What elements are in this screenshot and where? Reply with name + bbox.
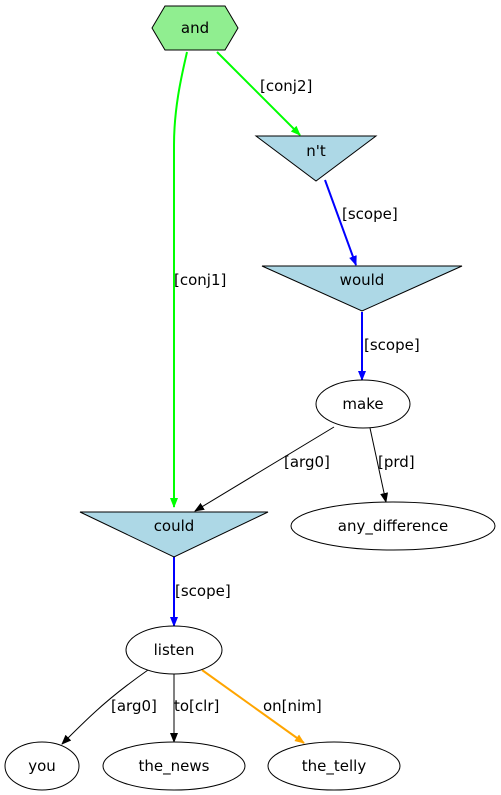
node-you-label: you — [28, 757, 56, 775]
edge-and-nt-label: [conj2] — [260, 77, 312, 95]
node-would-label: would — [340, 271, 385, 289]
node-listen-shape — [125, 625, 223, 675]
edge-could-listen-label: [scope] — [175, 582, 231, 600]
node-listen: listen — [125, 625, 223, 675]
node-would-shape — [261, 265, 463, 312]
node-you-shape — [4, 741, 80, 791]
edge-and-could: [conj1] — [170, 51, 226, 508]
node-nt-label: n't — [306, 142, 326, 160]
node-and: and — [151, 5, 239, 51]
node-any-difference-label: any_difference — [338, 517, 448, 536]
edge-make-could-label: [arg0] — [284, 453, 330, 471]
node-any-difference: any_difference — [290, 501, 496, 551]
edge-listen-the-news: to[clr] — [170, 673, 219, 743]
node-and-shape — [151, 5, 239, 51]
edge-and-could-line — [170, 51, 188, 508]
nodes: and n't would make could any_difference … — [4, 5, 496, 791]
node-you: you — [4, 741, 80, 791]
edge-make-could-line — [194, 426, 335, 512]
node-any-difference-shape — [290, 501, 496, 551]
edge-make-any-difference: [prd] — [369, 427, 415, 503]
edge-could-listen: [scope] — [170, 557, 231, 627]
node-would: would — [261, 265, 463, 312]
node-make: make — [315, 379, 411, 429]
edge-make-could: [arg0] — [194, 426, 335, 512]
node-listen-label: listen — [154, 641, 195, 659]
edge-make-any-difference-label: [prd] — [378, 453, 415, 471]
node-could: could — [79, 511, 269, 558]
edge-listen-the-telly: on[nim] — [201, 669, 322, 744]
node-the-telly-label: the_telly — [302, 757, 367, 776]
edge-nt-would: [scope] — [324, 179, 398, 266]
edge-listen-you-label: [arg0] — [111, 697, 157, 715]
edges: [conj1] [conj2] [scope] [scope] [arg0] [… — [61, 51, 420, 745]
node-nt-shape — [254, 135, 378, 182]
edge-and-could-label: [conj1] — [174, 271, 226, 289]
node-the-telly-shape — [267, 741, 401, 791]
edge-listen-the-telly-line — [201, 669, 305, 744]
node-make-label: make — [342, 395, 383, 413]
edge-and-nt: [conj2] — [216, 51, 312, 136]
node-and-label: and — [181, 19, 209, 37]
edge-would-make: [scope] — [358, 312, 420, 381]
edge-make-any-difference-line — [369, 427, 389, 503]
edge-listen-you-line — [61, 669, 149, 745]
edge-nt-would-line — [324, 179, 357, 266]
edge-nt-would-label: [scope] — [342, 205, 398, 223]
node-nt: n't — [254, 135, 378, 182]
edge-listen-the-telly-label: on[nim] — [263, 697, 322, 715]
node-make-shape — [315, 379, 411, 429]
edge-would-make-label: [scope] — [364, 336, 420, 354]
edge-and-nt-line — [216, 51, 301, 136]
node-the-news: the_news — [102, 741, 246, 791]
node-could-shape — [79, 511, 269, 558]
node-the-telly: the_telly — [267, 741, 401, 791]
node-could-label: could — [154, 517, 195, 535]
edge-listen-the-news-label: to[clr] — [174, 697, 219, 715]
node-the-news-label: the_news — [139, 757, 210, 776]
edge-listen-you: [arg0] — [61, 669, 157, 745]
node-the-news-shape — [102, 741, 246, 791]
